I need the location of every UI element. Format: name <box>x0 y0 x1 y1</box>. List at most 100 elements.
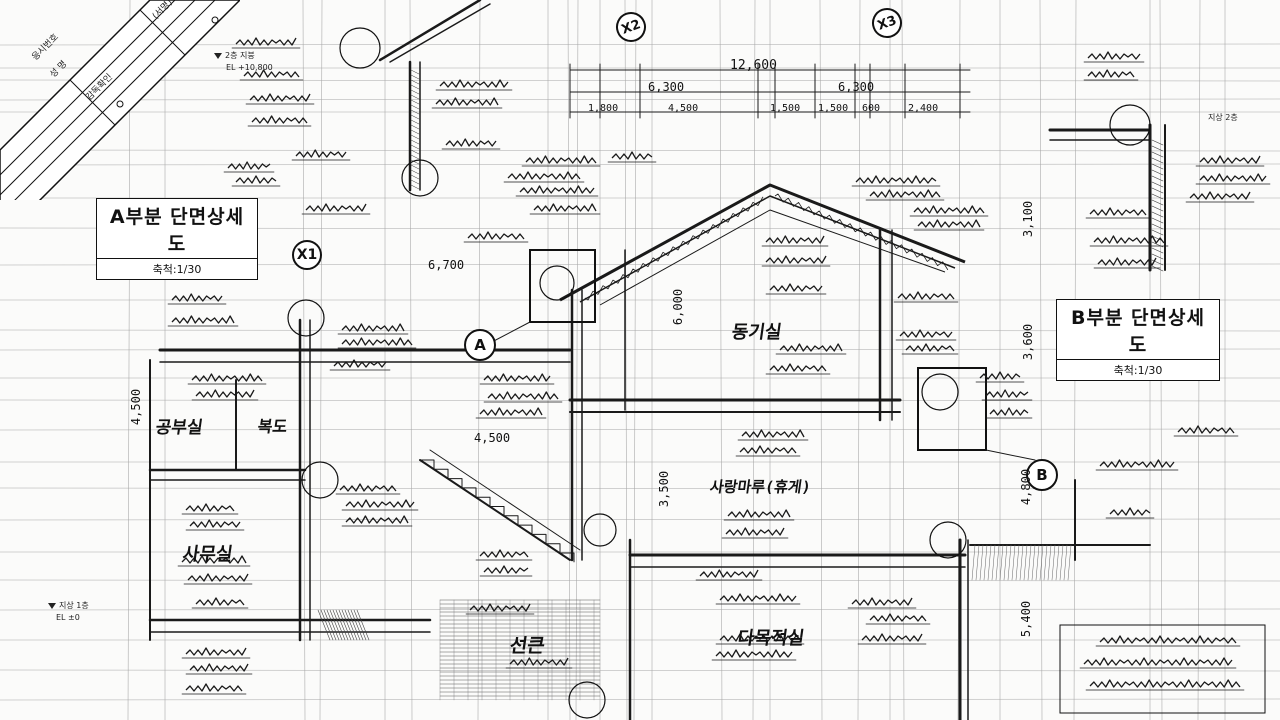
handwritten-annotation <box>765 255 827 264</box>
construction-line <box>0 608 1280 611</box>
detail-b-insulation <box>1151 193 1164 200</box>
dim-right-h1: 3,100 <box>1021 200 1036 238</box>
handwritten-annotation <box>769 283 823 292</box>
dim-left-span: 6,700 <box>428 258 465 272</box>
site-hatch <box>987 544 992 581</box>
detail-b-insulation <box>1151 217 1164 224</box>
parapet-insulation <box>410 144 420 150</box>
handwritten-annotation <box>727 509 791 518</box>
stair-tread <box>560 552 575 563</box>
handwritten-annotation <box>469 603 531 612</box>
stair-tread <box>518 524 533 535</box>
construction-line <box>0 163 1280 166</box>
stair-stringer <box>419 459 571 561</box>
handwritten-annotation <box>725 527 785 536</box>
handwritten-annotation <box>345 499 415 508</box>
construction-line <box>0 698 1280 701</box>
site-hatch <box>1035 544 1040 581</box>
site-hatch <box>999 544 1004 581</box>
detail-b-insulation <box>1151 247 1164 254</box>
parapet-insulation <box>410 154 420 160</box>
site-hatch <box>975 544 980 581</box>
site-hatch <box>1043 544 1048 581</box>
handwritten-annotation <box>439 79 509 88</box>
detail-title-a-scale: 축척:1/30 <box>152 263 202 276</box>
earth-hatch <box>356 609 370 641</box>
handwritten-annotation <box>195 597 245 606</box>
site-hatch <box>1039 544 1044 581</box>
parapet-insulation <box>410 109 420 115</box>
dim-stair-span: 4,500 <box>474 431 511 445</box>
ceiling-line <box>599 209 946 306</box>
handwritten-annotation <box>487 391 559 400</box>
stair-stringer <box>429 449 581 551</box>
handwritten-annotation <box>719 593 797 602</box>
detail-b-insulation <box>1151 139 1164 146</box>
detail-b-insulation <box>1151 169 1164 176</box>
earth-hatch <box>326 609 340 641</box>
parapet-insulation <box>410 139 420 145</box>
parapet-insulation <box>410 104 420 110</box>
construction-line <box>0 518 1280 521</box>
handwritten-annotation <box>467 231 525 240</box>
site-hatch <box>1059 544 1064 581</box>
handwritten-annotation <box>1089 207 1147 216</box>
handwritten-annotation <box>251 115 308 124</box>
site-hatch <box>995 544 1000 581</box>
earth-hatch <box>335 609 349 641</box>
site-hatch <box>1027 544 1032 581</box>
room-stair-hall: 선큰 <box>508 635 547 657</box>
detail-circle <box>1109 104 1151 146</box>
earth-hatch <box>344 609 358 641</box>
construction-line <box>0 149 1280 152</box>
earth-hatch <box>323 609 337 641</box>
handwritten-annotation <box>855 175 937 184</box>
level-marker-icon <box>214 52 222 59</box>
earth-hatch <box>320 609 334 641</box>
stair-tread <box>420 459 435 470</box>
dim-right-h4: 5,400 <box>1019 600 1034 638</box>
site-hatch <box>979 544 984 581</box>
roof-insulation <box>774 193 949 271</box>
handwritten-annotation <box>917 219 981 228</box>
site-hatch <box>1019 544 1024 581</box>
stair-tread <box>504 515 519 526</box>
earth-hatch <box>332 609 346 641</box>
parapet-edge <box>378 0 482 62</box>
handwritten-annotation <box>769 363 827 372</box>
level-roof-2f-el: EL +10,800 <box>226 63 273 72</box>
room-study: 공부실 <box>154 418 204 438</box>
parapet-insulation <box>410 149 420 155</box>
level-roof-2f-label: 2층 지붕 <box>225 51 255 60</box>
handwritten-annotation <box>249 93 311 102</box>
site-hatch <box>1055 544 1060 581</box>
construction-line <box>302 0 306 720</box>
detail-title-a: A부분 단면상세도 축척:1/30 <box>96 198 258 280</box>
handwritten-annotation <box>913 205 985 214</box>
handwritten-annotation <box>445 138 497 147</box>
detail-b-insulation <box>1151 145 1164 152</box>
parapet-insulation <box>410 74 420 80</box>
detail-b-insulation <box>1151 163 1164 170</box>
handwritten-annotation <box>719 633 801 642</box>
detail-circle <box>539 265 575 301</box>
construction-line <box>633 0 637 720</box>
detail-b-insulation <box>1151 211 1164 218</box>
stair-tread <box>476 496 491 507</box>
construction-line <box>857 0 861 720</box>
roof-insulation <box>584 196 764 301</box>
stair-tread <box>490 506 505 516</box>
handwritten-annotation <box>899 329 953 338</box>
parapet-insulation <box>410 134 420 140</box>
handwritten-annotation <box>1099 635 1237 644</box>
dim-right-h3: 4,800 <box>1019 468 1034 506</box>
parapet-insulation <box>410 174 420 180</box>
roof-outline <box>559 183 966 302</box>
detail-circle <box>287 299 325 337</box>
parapet-insulation <box>410 114 420 120</box>
handwritten-annotation <box>171 315 235 324</box>
handwritten-annotation <box>1097 257 1157 266</box>
handwritten-annotation <box>345 515 409 524</box>
handwritten-annotation <box>741 429 805 438</box>
room-big-hall: 다목적실 <box>736 628 806 649</box>
